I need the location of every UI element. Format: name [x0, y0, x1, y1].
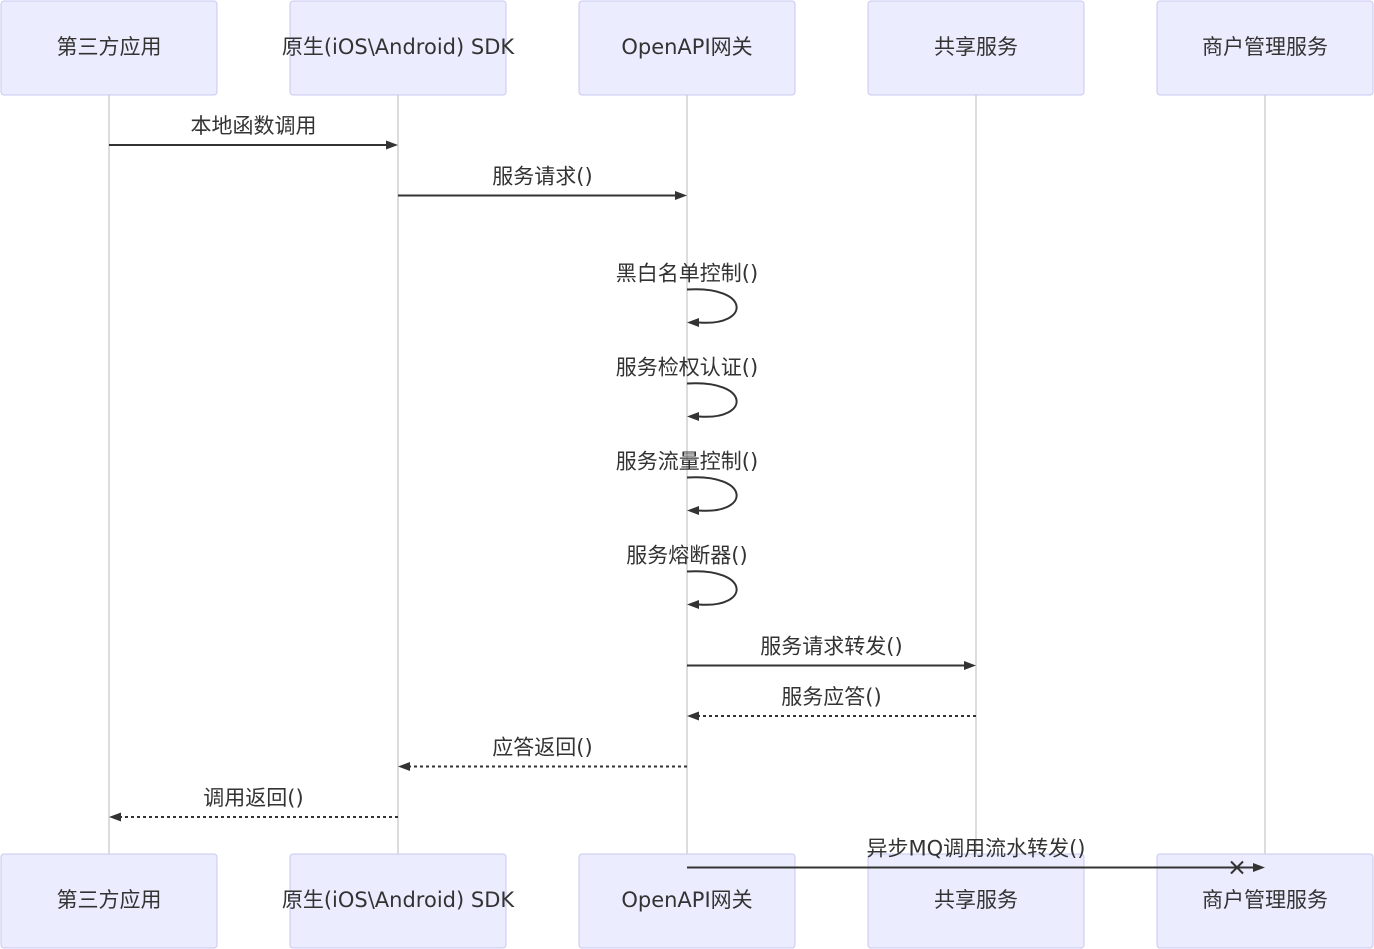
actor-top-gateway: OpenAPI网关 [578, 0, 796, 96]
message-label: 服务流量控制() [616, 450, 758, 474]
actor-box [289, 853, 507, 949]
message-label: 服务应答() [781, 685, 881, 709]
self-loop [686, 382, 738, 418]
message-label: 调用返回() [203, 786, 303, 810]
actor-top-shared: 共享服务 [867, 0, 1085, 96]
message-label: 应答返回() [492, 736, 592, 760]
actor-box [289, 0, 507, 96]
message-label: 服务请求转发() [760, 635, 902, 659]
actors-top: 第三方应用 原生(iOS\Android) SDK OpenAPI网关 共享服务 商户管… [0, 0, 1374, 96]
message: 异步MQ调用流水转发() [687, 837, 1265, 875]
actor-top-sdk: 原生(iOS\Android) SDK [282, 0, 516, 96]
message: 服务请求转发() [687, 635, 976, 670]
arrowhead [386, 140, 398, 150]
self-message: 黑白名单控制() [616, 262, 758, 327]
arrowhead [109, 812, 121, 822]
actor-box [578, 853, 796, 949]
message-label: 服务熔断器() [626, 544, 747, 568]
self-loop [686, 476, 738, 512]
self-loop [686, 570, 738, 606]
self-message: 服务流量控制() [616, 450, 758, 515]
message: 服务请求() [398, 165, 687, 200]
actor-bottom-shared: 共享服务 [867, 853, 1085, 949]
arrowhead [687, 711, 699, 721]
lifelines [108, 95, 1266, 854]
arrowhead [687, 600, 699, 609]
message-label: 服务请求() [492, 165, 592, 189]
actor-label: OpenAPI网关 [621, 35, 752, 59]
actor-box [0, 853, 218, 949]
arrowhead [687, 412, 699, 421]
actor-label: 商户管理服务 [1202, 888, 1328, 912]
arrowhead [675, 191, 687, 200]
message-label: 本地函数调用 [191, 114, 317, 138]
actor-label: 原生(iOS\Android) SDK [282, 35, 516, 59]
actor-box [1156, 0, 1374, 96]
arrowhead [1253, 863, 1265, 872]
actor-label: 共享服务 [934, 35, 1018, 59]
message-label: 服务检权认证() [616, 356, 758, 380]
actor-box [867, 0, 1085, 96]
message: 应答返回() [398, 736, 687, 771]
actor-bottom-third_party: 第三方应用 [0, 853, 218, 949]
arrowhead [687, 318, 699, 327]
message-label: 异步MQ调用流水转发() [866, 837, 1085, 861]
actor-label: 第三方应用 [57, 888, 162, 912]
actor-top-merchant: 商户管理服务 [1156, 0, 1374, 96]
message: 本地函数调用 [109, 114, 398, 150]
actor-bottom-sdk: 原生(iOS\Android) SDK [282, 853, 516, 949]
arrowhead [398, 762, 410, 771]
arrowhead [964, 661, 976, 670]
self-message: 服务检权认证() [616, 356, 758, 421]
actor-bottom-merchant: 商户管理服务 [1156, 853, 1374, 949]
message: 调用返回() [109, 786, 398, 822]
actor-box [0, 0, 218, 96]
async-cross-marker [1230, 860, 1244, 875]
actor-box [867, 853, 1085, 949]
self-message: 服务熔断器() [626, 544, 748, 609]
self-loop [686, 288, 738, 324]
actor-top-third_party: 第三方应用 [0, 0, 218, 96]
actor-label: 共享服务 [934, 888, 1018, 912]
actor-label: OpenAPI网关 [621, 888, 752, 912]
actors-bottom: 第三方应用 原生(iOS\Android) SDK OpenAPI网关 共享服务 商户管… [0, 853, 1374, 949]
arrowhead [687, 506, 699, 515]
actor-box [578, 0, 796, 96]
actor-label: 第三方应用 [57, 35, 162, 59]
message-label: 黑白名单控制() [616, 262, 758, 286]
message: 服务应答() [687, 685, 976, 721]
actor-bottom-gateway: OpenAPI网关 [578, 853, 796, 949]
actor-label: 原生(iOS\Android) SDK [282, 888, 516, 912]
actor-box [1156, 853, 1374, 949]
actor-label: 商户管理服务 [1202, 35, 1328, 59]
